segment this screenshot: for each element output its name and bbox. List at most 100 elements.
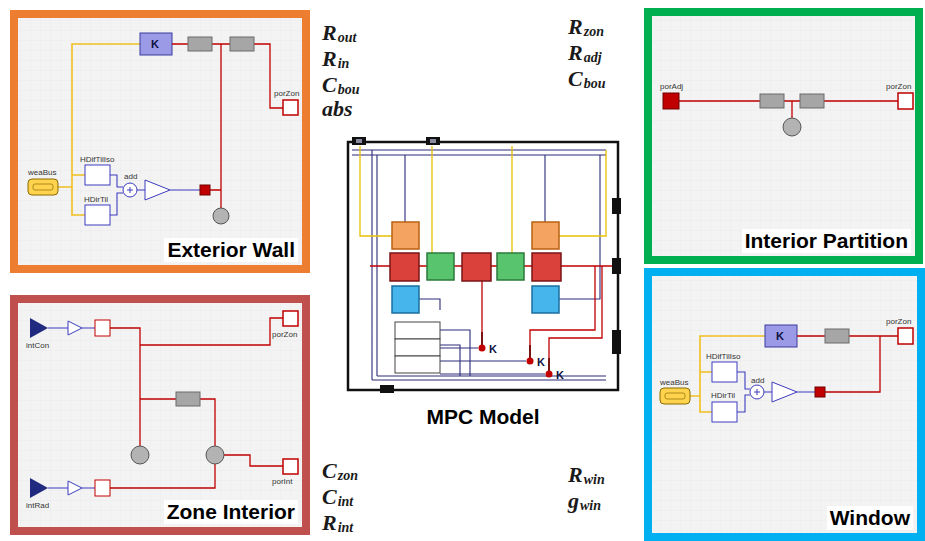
exterior-wall-model: [58, 44, 140, 215]
exterior-wall-model: [33, 184, 53, 190]
unit-label: K: [776, 330, 784, 342]
window-panel: Window: [644, 268, 925, 541]
window-block: [532, 286, 559, 313]
parameter-subscript: bou: [584, 76, 606, 92]
weather-bus: [660, 388, 690, 404]
output-block: [395, 339, 440, 356]
port-name: intRad: [26, 501, 49, 510]
parameter-subscript: out: [338, 30, 357, 46]
irradiation-block: [85, 165, 110, 185]
resistor: [188, 37, 212, 51]
zone-interior-panel: Zone Interior: [10, 295, 310, 535]
zone-block: [390, 253, 419, 281]
port-name: HDirTil: [711, 391, 735, 400]
port-name: HDifTilIso: [80, 155, 114, 164]
window-model: [737, 372, 815, 412]
weather-bus: [28, 179, 58, 195]
input-connector: [30, 478, 48, 498]
port-name: porZon: [274, 89, 299, 98]
port-name: HDirTil: [84, 195, 108, 204]
connector-port: [352, 137, 366, 145]
port-name: intCon: [26, 341, 49, 350]
exterior-wall-model: [18, 18, 302, 265]
heat-port: [283, 311, 298, 326]
parameter-subscript: adj: [584, 50, 602, 66]
window-model: [797, 336, 898, 392]
parameter-subscript: win: [584, 472, 605, 488]
window-model: [652, 276, 917, 533]
interior-partition-panel: Interior Partition: [644, 8, 923, 264]
heat-port: [283, 459, 298, 474]
mpc-model-drawing: [352, 150, 606, 380]
panel-title: Window: [827, 506, 913, 530]
exterior-wall-block: [532, 222, 559, 249]
resistor: [825, 329, 849, 343]
exterior-wall-model: [110, 175, 200, 215]
zone-interior-model: [18, 303, 302, 527]
parameter-symbol: C: [322, 72, 337, 98]
panel-title: Zone Interior: [164, 500, 298, 524]
parameter-subscript: in: [338, 56, 350, 72]
heat-flow: [95, 320, 110, 336]
panel-title: Exterior Wall: [164, 238, 298, 262]
parameter-symbol: R: [322, 20, 337, 46]
gain: [68, 321, 82, 335]
window-model: [652, 276, 917, 533]
parameter-symbol: C: [568, 66, 583, 92]
temperature-source: [765, 325, 797, 347]
capacitor: [131, 446, 149, 464]
parameter-subscript: int: [338, 520, 354, 536]
zone-block: [532, 253, 561, 281]
mpc-model-drawing: [348, 137, 621, 393]
heat-port: [283, 100, 298, 115]
connector-port: [426, 137, 440, 145]
port-name: HDifTilIso: [706, 352, 740, 361]
resistor: [176, 392, 200, 406]
temperature-sensor: [546, 371, 553, 378]
connector-port: [612, 330, 621, 354]
window-model: [665, 393, 685, 399]
parameter-symbol: C: [322, 484, 337, 510]
output-block: [395, 322, 440, 339]
capacitor: [783, 118, 801, 136]
unit-label: K: [151, 38, 159, 50]
output-block: [395, 356, 440, 373]
model-frame: [348, 142, 618, 390]
parameter-symbol: R: [568, 40, 583, 66]
parameter-symbol: R: [322, 510, 337, 536]
partition-block: [497, 253, 524, 280]
interior-partition-model: [652, 16, 915, 256]
gain: [68, 481, 82, 495]
exterior-wall-model: [18, 18, 302, 265]
mpc-model-drawing: [356, 139, 362, 143]
parameter-subscript: int: [338, 494, 354, 510]
window-block: [392, 286, 419, 313]
heat-port: [663, 93, 679, 109]
temperature-source: [140, 33, 172, 55]
connector-port: [612, 198, 621, 214]
parameter-symbol: g: [568, 488, 579, 514]
window-model: [754, 389, 760, 395]
zone-interior-model: [110, 318, 283, 488]
unit-label: K: [537, 356, 545, 368]
heat-flow: [95, 480, 110, 496]
unit-label: K: [556, 369, 564, 381]
adder: [750, 385, 764, 399]
resistor: [230, 37, 254, 51]
unit-label: K: [489, 343, 497, 355]
parameter-subscript: zon: [584, 24, 604, 40]
port-name: add: [124, 172, 137, 181]
window-model: [652, 276, 917, 533]
gain: [772, 382, 797, 402]
parameter-subscript: bou: [338, 82, 360, 98]
port-name: porZon: [886, 317, 911, 326]
port-name: porInt: [272, 477, 292, 486]
panel-title: MPC Model: [423, 405, 542, 429]
port-name: weaBus: [660, 378, 688, 387]
port-name: porZon: [272, 330, 297, 339]
exterior-wall-model: [18, 18, 302, 265]
exterior-wall-model: [127, 187, 133, 193]
zone-interior-model: [48, 328, 95, 488]
zone-interior-model: [18, 303, 302, 527]
mpc-model-frame: MPC Model: [340, 138, 626, 432]
